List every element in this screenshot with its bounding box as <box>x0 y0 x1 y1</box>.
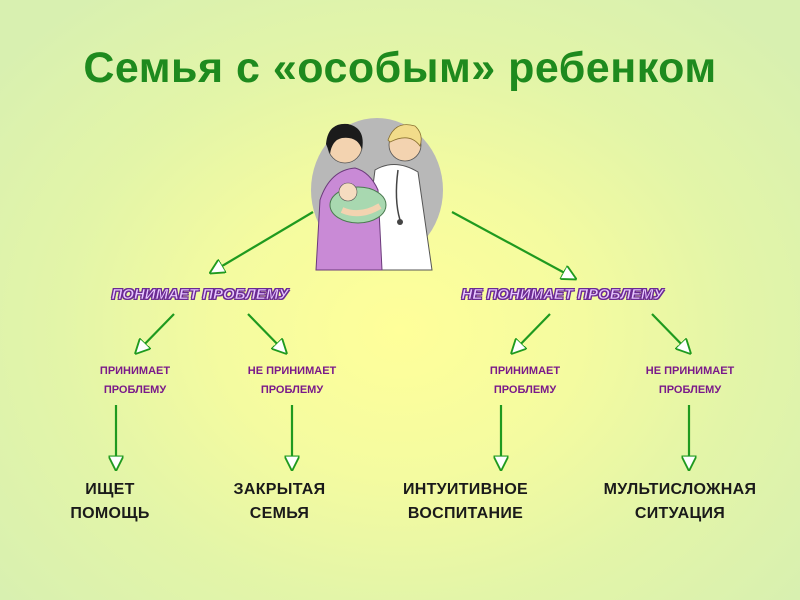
arrow-to-not-accepts-1 <box>247 313 285 352</box>
outcome-line: МУЛЬТИСЛОЖНАЯ <box>603 481 757 498</box>
node-line: ПРОБЛЕМУ <box>260 384 324 396</box>
node-not-accepts-problem-2: НЕ ПРИНИМАЕТ ПРОБЛЕМУ <box>630 362 750 400</box>
outcome-line: ЗАКРЫТАЯ <box>233 481 326 498</box>
arrow-to-understands <box>212 211 314 272</box>
node-understands-problem: ПОНИМАЕТ ПРОБЛЕМУ <box>111 286 289 304</box>
outcome-line: ПОМОЩЬ <box>70 505 150 522</box>
outcome-seeks-help: ИЩЕТ ПОМОЩЬ <box>50 478 170 526</box>
node-not-accepts-problem-1: НЕ ПРИНИМАЕТ ПРОБЛЕМУ <box>232 362 352 400</box>
node-line: ПРОБЛЕМУ <box>493 384 557 396</box>
outcome-line: ВОСПИТАНИЕ <box>407 505 524 522</box>
outcome-multicomplex-situation: МУЛЬТИСЛОЖНАЯ СИТУАЦИЯ <box>580 478 780 526</box>
node-accepts-problem-1: ПРИНИМАЕТ ПРОБЛЕМУ <box>80 362 190 400</box>
outcome-line: СИТУАЦИЯ <box>634 505 726 522</box>
node-line: НЕ ПРИНИМАЕТ <box>645 365 735 377</box>
arrow-to-accepts-1 <box>137 313 175 352</box>
outcome-closed-family: ЗАКРЫТАЯ СЕМЬЯ <box>207 478 352 526</box>
mother-doctor-illustration <box>300 110 455 275</box>
node-not-understands-problem: НЕ ПОНИМАЕТ ПРОБЛЕМУ <box>461 286 664 304</box>
arrow-to-not-accepts-2 <box>651 313 689 352</box>
page-title: Семья с «особым» ребенком <box>83 44 717 92</box>
outcome-line: ИЩЕТ <box>85 481 135 498</box>
arrow-to-accepts-2 <box>513 313 551 352</box>
outcome-line: ИНТУИТИВНОЕ <box>402 481 529 498</box>
node-accepts-problem-2: ПРИНИМАЕТ ПРОБЛЕМУ <box>470 362 580 400</box>
outcome-intuitive-upbringing: ИНТУИТИВНОЕ ВОСПИТАНИЕ <box>378 478 553 526</box>
node-line: ПРИНИМАЕТ <box>99 365 171 377</box>
node-line: ПРОБЛЕМУ <box>103 384 167 396</box>
outcome-line: СЕМЬЯ <box>249 505 310 522</box>
node-line: НЕ ПРИНИМАЕТ <box>247 365 337 377</box>
arrow-to-not-understands <box>451 211 574 278</box>
node-line: ПРИНИМАЕТ <box>489 365 561 377</box>
node-line: ПРОБЛЕМУ <box>658 384 722 396</box>
